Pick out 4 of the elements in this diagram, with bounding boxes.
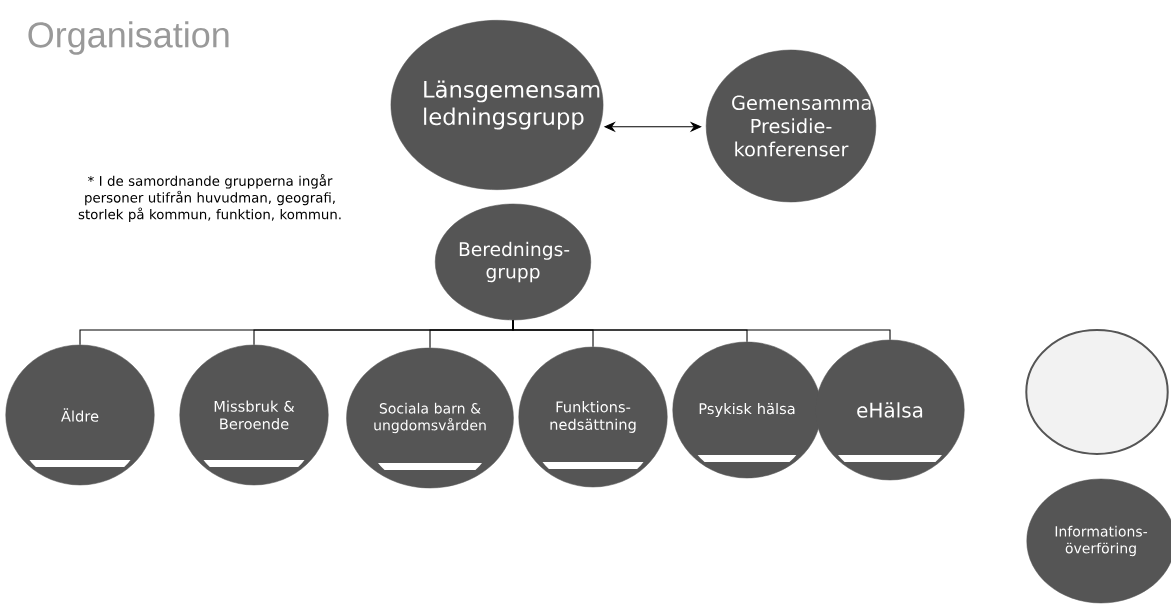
connector-line [512,319,891,341]
title: Organisation [28,21,229,55]
circle-shape [1025,329,1169,455]
note-text: * I de samordnande grupperna ingår personer utifrån huvudman, geografi, storlek på kommun, funktion, kommun. [78,174,341,222]
